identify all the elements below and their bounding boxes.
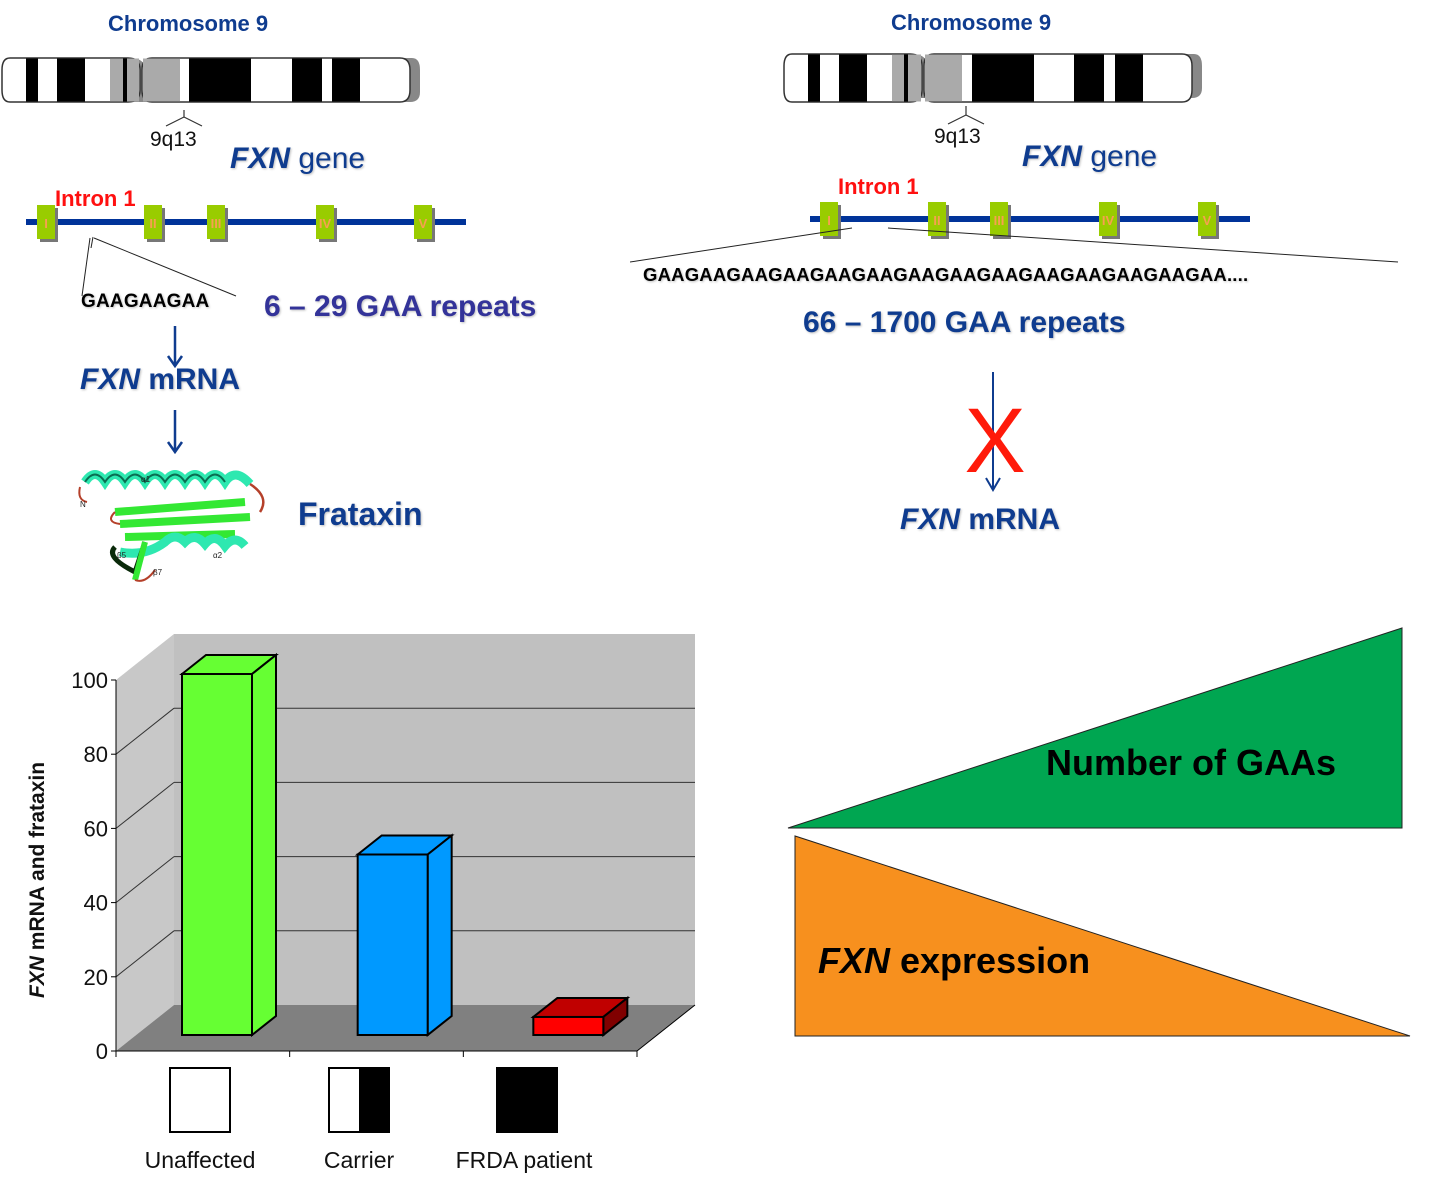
band-label-right: 9q13 [934,125,981,148]
gradient-triangles [787,627,1411,1037]
fxn-expression-triangle [794,835,1411,1037]
bar-side [426,833,453,1038]
exon-label: III [994,213,1005,228]
category-label: Unaffected [145,1147,256,1173]
gene-label-left: FXN gene [230,142,366,175]
protein-beta7: β7 [153,568,163,577]
exon-box [144,205,162,239]
category-label: FRDA patient [456,1147,593,1173]
intron-label-right: Intron 1 [838,174,919,199]
gene-name-italic: FXN [230,142,290,175]
chart-side-wall [116,634,174,1051]
exon-box [928,202,946,236]
y-tick-label: 40 [84,891,108,916]
repeats-left: 6 – 29 GAA repeats [264,290,537,323]
zoom-lines-left [81,237,237,297]
exon-label: IV [1102,213,1115,228]
blocked-transcription: X [964,372,1026,492]
mrna-label-right: FXN mRNA [900,503,1061,536]
y-tick-label: 20 [84,965,108,990]
fxn-expression-label: FXN expression [818,940,1091,981]
exon-box [207,205,225,239]
protein-label: Frataxin [298,496,423,532]
exon-label: I [827,213,831,228]
y-tick-label: 60 [84,816,108,841]
exon-box [820,202,838,236]
band-label-left: 9q13 [150,128,197,151]
y-axis-label: FXN mRNA and frataxin [26,762,49,998]
mrna-label-left: FXN mRNA [80,363,241,396]
exon-box [37,205,55,239]
exon-label: II [149,216,156,231]
bar-side [251,652,277,1038]
protein-n-terminus: N [80,500,86,509]
exon-label: IV [319,216,332,231]
bar-carrier [356,853,429,1036]
exon-label: II [933,213,940,228]
protein-alpha2: α2 [213,551,223,560]
chart-back-wall [174,634,695,1005]
bar-unaffected [181,673,253,1036]
gridline-side [115,856,175,903]
y-tick-label: 100 [71,668,108,693]
frataxin-structure-icon: N β5 β7 α2 α1 [78,470,265,582]
y-tick-label: 0 [96,1039,108,1064]
red-x-icon: X [964,390,1025,492]
chromosome-title-left: Chromosome 9 [108,11,269,36]
gaa-number-triangle [787,627,1403,829]
category-label: Carrier [324,1147,395,1173]
gene-label-right: FXN gene [1022,140,1158,173]
zoom-lines-right [630,227,1399,263]
band-bracket-right [947,106,985,125]
gaa-number-label: Number of GAAs [1046,742,1337,783]
protein-beta5: β5 [117,551,127,560]
gridline-side [115,930,175,978]
exon-box [316,205,334,239]
chromosome-ideogram-left [1,57,420,117]
gridline-side [115,707,175,755]
exon-label: V [419,216,428,231]
exon-box [1198,202,1216,236]
patient-symbol [496,1067,558,1133]
sequence-right: GAAGAAGAAGAAGAAGAAGAAGAAGAAGAAGAAGAAGAAG… [643,264,1249,285]
band-bracket-left [165,116,203,127]
exon-label: III [211,216,222,231]
exon-box [414,205,432,239]
intron-label-left: Intron 1 [55,186,136,211]
y-tick-label: 80 [84,742,108,767]
sequence-left: GAAGAAGAA [81,291,210,312]
chromosome-ideogram-right [783,53,1202,103]
bar-frda-patient [532,1015,605,1037]
exon-label: V [1203,213,1212,228]
exon-box [990,202,1008,236]
unaffected-symbol [169,1067,231,1133]
repeats-right: 66 – 1700 GAA repeats [803,306,1126,339]
chromosome-title-right: Chromosome 9 [891,10,1052,35]
exon-box [1099,202,1117,236]
arrow-down-icon [166,410,184,454]
exon-label: I [44,216,48,231]
protein-alpha1: α1 [141,475,151,484]
arrow-down-icon [166,326,184,368]
gridline-side [115,782,175,829]
